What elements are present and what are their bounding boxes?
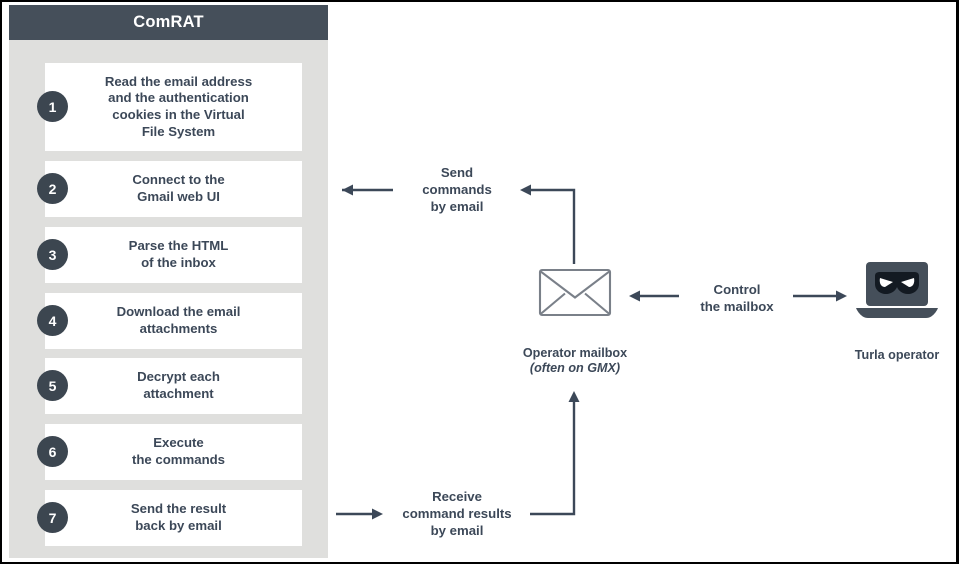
- operator-mailbox-caption: Operator mailbox (often on GMX): [480, 330, 670, 392]
- step-box-5: Decrypt each attachment: [45, 358, 302, 414]
- turla-operator-node: [852, 260, 942, 324]
- step-badge-7: 7: [37, 502, 68, 533]
- envelope-icon: [538, 268, 612, 317]
- step-badge-2: 2: [37, 173, 68, 204]
- step-number-3: 3: [48, 246, 57, 263]
- step-number-1: 1: [48, 98, 57, 115]
- step-box-2: Connect to the Gmail web UI: [45, 161, 302, 217]
- step-badge-4: 4: [37, 305, 68, 336]
- masked-laptop-icon: [856, 262, 938, 318]
- step-label-2: Connect to the Gmail web UI: [132, 172, 225, 204]
- step-label-1: Read the email address and the authentic…: [104, 73, 253, 139]
- arrow-receive-results-right: [336, 508, 383, 520]
- step-badge-3: 3: [37, 239, 68, 270]
- step-box-6: Execute the commands: [45, 424, 302, 480]
- arrow-send-commands-left: [342, 184, 393, 196]
- label-control-mailbox: Control the mailbox: [700, 282, 774, 314]
- turla-operator-caption: Turla operator: [807, 332, 956, 363]
- step-number-5: 5: [48, 377, 57, 394]
- panel-title: ComRAT: [9, 5, 328, 40]
- step-box-7: Send the result back by email: [45, 490, 302, 546]
- step-number-4: 4: [48, 312, 57, 329]
- arrow-control-left: [629, 290, 679, 302]
- operator-mailbox-sublabel: (often on GMX): [529, 361, 621, 376]
- step-badge-5: 5: [37, 370, 68, 401]
- label-receive-results: Receive command results by email: [402, 489, 512, 538]
- step-label-7: Send the result back by email: [130, 501, 227, 533]
- operator-mailbox-label: Operator mailbox: [522, 345, 628, 360]
- step-number-2: 2: [48, 180, 57, 197]
- arrow-receive-results-elbow: [530, 391, 580, 516]
- arrow-send-commands-elbow: [520, 184, 576, 264]
- label-send-commands: Send commands by email: [422, 165, 492, 214]
- step-label-6: Execute the commands: [131, 435, 226, 467]
- step-label-5: Decrypt each attachment: [137, 369, 220, 401]
- step-label-4: Download the email attachments: [116, 304, 241, 336]
- step-badge-6: 6: [37, 436, 68, 467]
- step-box-1: Read the email address and the authentic…: [45, 63, 302, 151]
- step-label-3: Parse the HTML of the inbox: [128, 238, 229, 270]
- turla-operator-label: Turla operator: [854, 347, 940, 362]
- step-number-6: 6: [48, 443, 57, 460]
- operator-mailbox-node: [529, 264, 621, 320]
- step-box-3: Parse the HTML of the inbox: [45, 227, 302, 283]
- step-number-7: 7: [48, 509, 57, 526]
- step-badge-1: 1: [37, 91, 68, 122]
- comrat-panel: ComRAT Read the email address and the au…: [9, 5, 328, 558]
- step-box-4: Download the email attachments: [45, 293, 302, 349]
- arrow-control-right: [793, 290, 847, 302]
